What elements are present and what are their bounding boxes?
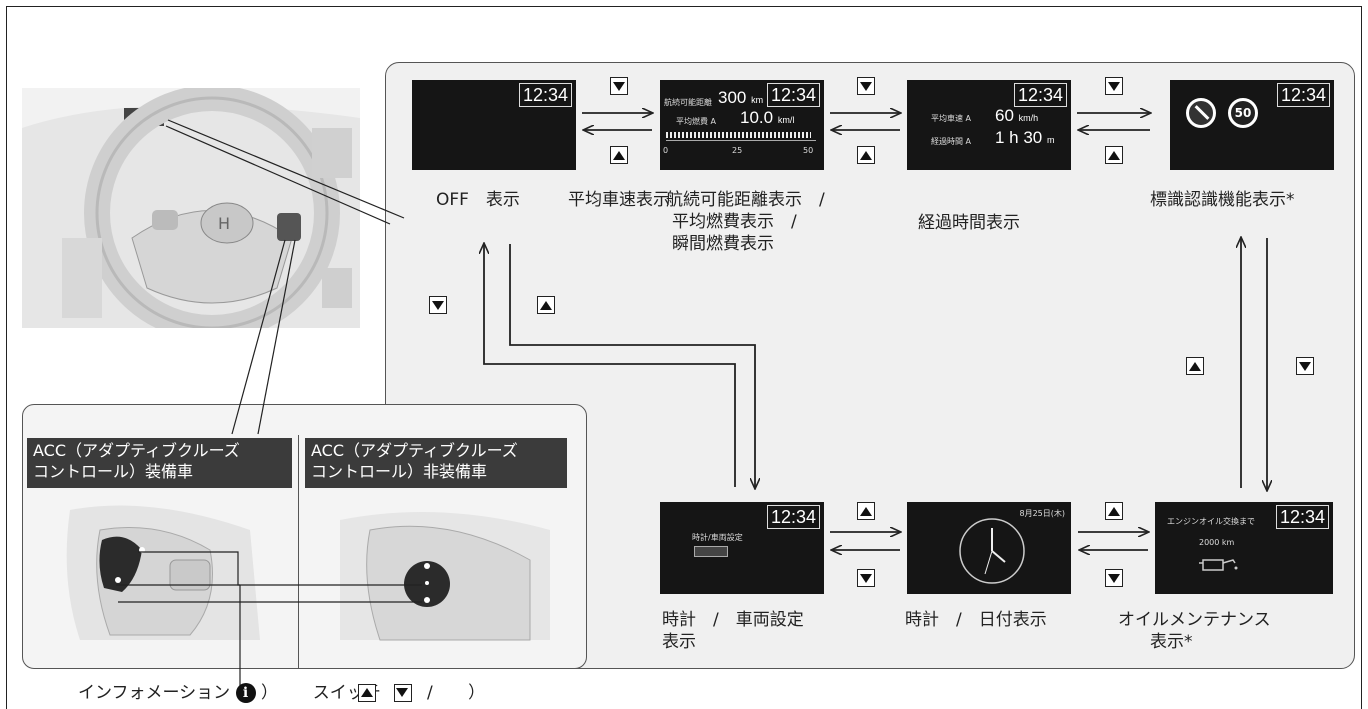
avg-speed-value: 60 km/h: [995, 106, 1039, 125]
screen-off: 12:34: [412, 80, 576, 170]
up-button-icon: [1105, 146, 1123, 164]
down-button-icon: [857, 569, 875, 587]
oil-value: 2000 km: [1199, 538, 1235, 547]
label-oil-2: 表示*: [1150, 632, 1193, 652]
settings-text: 時計/車両設定: [692, 533, 743, 542]
acc-not-equipped-switch-illustration: [330, 500, 560, 650]
screen-clock: 12:34: [1013, 83, 1067, 107]
up-button-icon: [610, 146, 628, 164]
screen-sign: 12:34 50: [1170, 80, 1334, 170]
down-button-icon: [1296, 357, 1314, 375]
screen-clock: 12:34: [1275, 505, 1329, 529]
callout-line: [231, 239, 286, 435]
up-button-icon: [1186, 357, 1204, 375]
speed-limit-sign: 50: [1228, 98, 1258, 128]
label-sign: 標識認識機能表示*: [1150, 190, 1295, 210]
screen-clock: 12:34: [766, 505, 820, 529]
screen-clock: 12:34: [1276, 83, 1330, 107]
leader-line: [138, 551, 422, 586]
callout-line: [167, 119, 405, 219]
screen-clockface: 8月25日(木): [907, 502, 1071, 594]
label-clock-settings-2: 表示: [662, 632, 696, 652]
no-overtaking-sign-icon: [1186, 98, 1216, 128]
instant-fuel-bar: [666, 132, 811, 138]
up-button-icon: [537, 296, 555, 314]
label-range-3: 瞬間燃費表示: [672, 234, 774, 254]
inset-divider: [298, 435, 299, 669]
elapsed-value: 1 h 30 m: [995, 128, 1055, 147]
up-button-icon: [1105, 502, 1123, 520]
steering-wheel-illustration: H: [22, 88, 360, 328]
acc-equipped-switch-illustration: [60, 500, 270, 650]
screen-clock: 12:34: [766, 83, 820, 107]
screen-oil: 12:34 エンジンオイル交換まで 2000 km: [1155, 502, 1333, 594]
label-range-2: 平均燃費表示 /: [672, 212, 797, 232]
footer-slash: /: [427, 683, 433, 703]
oil-can-icon: [1199, 554, 1239, 574]
range-value: 300 km: [718, 88, 764, 107]
avg-fuel-label: 平均燃費 A: [676, 117, 717, 126]
oil-text: エンジンオイル交換まで: [1167, 517, 1255, 526]
avg-fuel-value: 10.0 km/l: [740, 108, 795, 127]
label-range-1: 航続可能距離表示 /: [666, 190, 825, 210]
footer-prefix: インフォメーション: [78, 683, 231, 703]
footer-end-paren: ）: [468, 683, 486, 703]
svg-text:H: H: [218, 214, 230, 233]
arrow-down-to-clock: [509, 244, 755, 488]
instant-fuel-scale: [666, 140, 816, 141]
acc-not-equipped-header: ACC（アダプティブクルーズ コントロール）非装備車: [305, 438, 567, 488]
up-button-icon: [857, 502, 875, 520]
footer-close-paren: ）: [260, 683, 278, 703]
avg-speed-label: 平均車速 A: [931, 114, 972, 123]
down-button-icon: [1105, 569, 1123, 587]
label-off: OFF 表示: [436, 190, 520, 210]
down-button-icon: [857, 77, 875, 95]
label-clock-settings-1: 時計 / 車両設定: [662, 610, 804, 630]
screen-clock-settings: 12:34 時計/車両設定: [660, 502, 824, 594]
down-button-icon: [610, 77, 628, 95]
screen-range-fuel: 12:34 航続可能距離 300 km 平均燃費 A 10.0 km/l 0 2…: [660, 80, 824, 170]
callout-line: [257, 239, 296, 435]
date-text: 8月25日(木): [1019, 509, 1065, 518]
info-icon: i: [235, 683, 256, 703]
acc-equipped-header: ACC（アダプティブクルーズ コントロール）装備車: [27, 438, 292, 488]
scale-tick: 25: [732, 146, 743, 155]
up-button-icon: [358, 684, 377, 702]
down-button-icon: [393, 684, 412, 702]
label-oil-1: オイルメンテナンス: [1118, 610, 1271, 630]
arrow-up-to-off: [484, 244, 736, 487]
range-label: 航続可能距離: [664, 98, 712, 107]
scale-tick: 0: [663, 146, 669, 155]
screen-clock: 12:34: [518, 83, 572, 107]
down-button-icon: [429, 296, 447, 314]
down-button-icon: [1105, 77, 1123, 95]
elapsed-label: 経過時間 A: [931, 137, 972, 146]
callout-line: [165, 125, 391, 225]
outer-frame: [6, 6, 1362, 709]
label-avg-speed: 平均車速表示: [568, 190, 670, 210]
footer-caption: インフォメーション i ） スイッチ / ）: [78, 682, 485, 704]
scale-tick: 50: [803, 146, 814, 155]
label-elapsed: 経過時間表示: [918, 213, 1020, 233]
settings-menu-icon: [694, 546, 728, 557]
screen-elapsed: 12:34 平均車速 A 60 km/h 経過時間 A 1 h 30 m: [907, 80, 1071, 170]
label-date: 時計 / 日付表示: [905, 610, 1047, 630]
analog-clock-icon: [957, 516, 1027, 586]
up-button-icon: [857, 146, 875, 164]
